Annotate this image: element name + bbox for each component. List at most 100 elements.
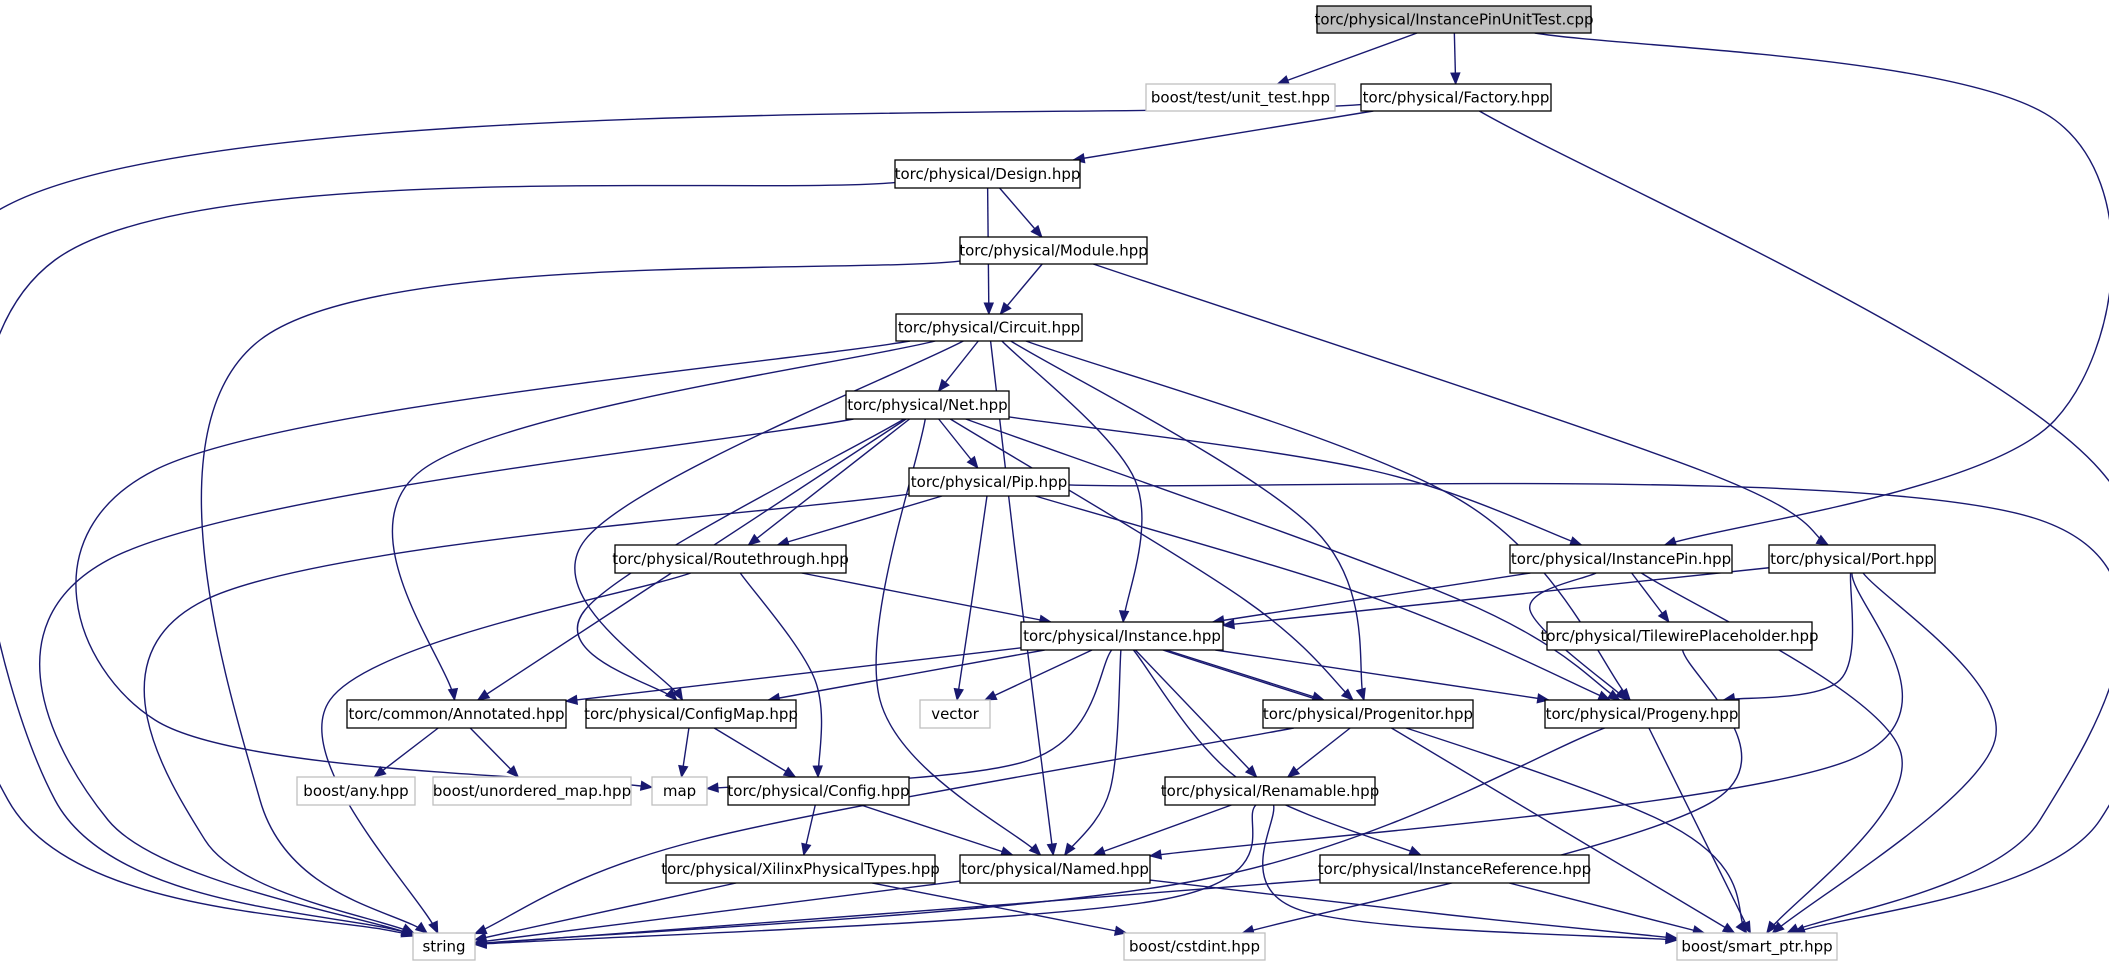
edge-config-to-xilinx	[801, 804, 816, 857]
edge-line	[474, 880, 961, 944]
edge-renamable-to-named	[1092, 804, 1232, 857]
node-box	[1676, 932, 1838, 961]
node-box	[412, 932, 476, 961]
node-box	[894, 159, 1081, 189]
edge-progenitor-to-renamable	[1286, 727, 1351, 778]
edge-line	[1529, 572, 1628, 701]
edge-arrowhead	[564, 694, 579, 706]
edge-arrowhead	[801, 842, 812, 857]
edge-pip-to-string	[143, 493, 910, 934]
node-instance[interactable]: torc/physical/Instance.hpp	[1020, 621, 1224, 651]
edge-factory-to-smart_ptr	[1478, 110, 2109, 934]
edge-circuit-to-map	[75, 340, 911, 791]
node-box	[1546, 621, 1813, 651]
node-box	[432, 776, 632, 806]
node-box	[1020, 621, 1224, 651]
edge-instancepin-to-smart_ptr	[1641, 572, 1903, 935]
node-instref[interactable]: torc/physical/InstanceReference.hpp	[1318, 854, 1591, 884]
edge-arrowhead	[1046, 842, 1058, 857]
node-box	[585, 699, 797, 729]
node-configmap[interactable]: torc/physical/ConfigMap.hpp	[584, 699, 798, 729]
node-routethrough[interactable]: torc/physical/Routethrough.hpp	[612, 544, 849, 574]
node-box	[1768, 544, 1936, 574]
edge-line	[1073, 110, 1374, 161]
node-xilinx[interactable]: torc/physical/XilinxPhysicalTypes.hpp	[661, 854, 940, 884]
node-box	[845, 390, 1010, 420]
edge-instancepin-to-progeny	[1529, 572, 1628, 701]
edge-port-to-instance	[1221, 567, 1770, 630]
edge-module-to-string	[200, 260, 961, 934]
node-design[interactable]: torc/physical/Design.hpp	[894, 159, 1081, 189]
edge-arrowhead	[1244, 765, 1258, 778]
node-label: torc/physical/Pip.hpp	[911, 473, 1067, 491]
edge-arrowhead	[401, 923, 415, 934]
edge-circuit-to-configmap	[574, 340, 964, 702]
edge-circuit-to-progenitor	[1010, 340, 1366, 702]
node-box	[1509, 544, 1733, 574]
edge-arrowhead	[1030, 224, 1043, 238]
edge-line	[1162, 649, 1748, 934]
edge-instancepin-to-instance	[1211, 572, 1531, 626]
edge-arrowhead	[1568, 536, 1583, 547]
node-net[interactable]: torc/physical/Net.hpp	[845, 390, 1010, 420]
edge-line	[965, 418, 1621, 701]
edge-arrowhead	[373, 765, 387, 778]
edge-arrowhead	[639, 780, 654, 791]
node-pip[interactable]: torc/physical/Pip.hpp	[908, 467, 1070, 497]
edge-line	[1010, 340, 1365, 701]
edge-annotated-to-boost_any	[373, 727, 439, 778]
edge-instref-to-string	[473, 878, 1321, 949]
node-box	[614, 544, 847, 574]
edge-line	[1391, 727, 1735, 934]
edge-routethrough-to-string	[321, 572, 691, 935]
edge-instance-to-renamable	[1134, 649, 1258, 778]
edge-arrowhead	[473, 938, 487, 949]
node-named[interactable]: torc/physical/Named.hpp	[959, 854, 1151, 884]
edge-line	[1064, 649, 1122, 856]
edge-line	[1149, 879, 1678, 939]
edge-arrowhead	[1063, 842, 1076, 857]
edge-line	[984, 649, 1093, 701]
node-box	[651, 776, 708, 806]
node-factory[interactable]: torc/physical/Factory.hpp	[1360, 83, 1552, 112]
edge-arrowhead	[1740, 920, 1751, 935]
node-circuit[interactable]: torc/physical/Circuit.hpp	[895, 313, 1083, 342]
edge-arrowhead	[414, 921, 429, 934]
node-progenitor[interactable]: torc/physical/Progenitor.hpp	[1262, 699, 1474, 729]
node-root[interactable]: torc/physical/InstancePinUnitTest.cpp	[1314, 5, 1594, 34]
node-annotated[interactable]: torc/common/Annotated.hpp	[346, 699, 567, 729]
node-config[interactable]: torc/physical/Config.hpp	[727, 776, 910, 806]
edge-line	[474, 727, 1605, 945]
edge-root-to-factory	[1450, 32, 1461, 86]
edge-line	[1134, 649, 1258, 778]
edge-instref-to-smart_ptr	[1508, 882, 1706, 936]
edge-line	[860, 804, 1013, 856]
node-map: map	[651, 776, 708, 806]
node-label: torc/physical/Net.hpp	[847, 396, 1007, 414]
edge-arrowhead	[1597, 690, 1612, 701]
edge-line	[200, 260, 961, 934]
edge-net-to-progenitor	[949, 418, 1354, 701]
node-port[interactable]: torc/physical/Port.hpp	[1768, 544, 1936, 574]
edge-arrowhead	[678, 764, 689, 779]
edge-line	[949, 418, 1354, 701]
edge-instance-to-vector	[983, 649, 1093, 701]
node-instancepin[interactable]: torc/physical/InstancePin.hpp	[1509, 544, 1733, 574]
edge-arrowhead	[672, 687, 684, 702]
edge-arrowhead	[1286, 765, 1301, 778]
node-renamable[interactable]: torc/physical/Renamable.hpp	[1161, 776, 1379, 806]
edge-line	[747, 418, 911, 546]
node-tilewire[interactable]: torc/physical/TilewirePlaceholder.hpp	[1540, 621, 1819, 651]
edge-line	[1035, 495, 1611, 701]
node-label: torc/physical/Instance.hpp	[1023, 627, 1221, 645]
node-module[interactable]: torc/physical/Module.hpp	[959, 236, 1148, 265]
edge-module-to-circuit	[999, 263, 1043, 316]
edge-arrowhead	[937, 378, 950, 393]
node-label: torc/physical/Design.hpp	[895, 165, 1081, 183]
edge-arrowhead	[1113, 925, 1128, 936]
edge-net-to-pip	[938, 418, 979, 470]
edge-arrowhead	[1614, 688, 1628, 701]
node-progeny[interactable]: torc/physical/Progeny.hpp	[1544, 699, 1740, 729]
edge-line	[1723, 572, 1854, 701]
edge-progeny-to-smart_ptr	[1648, 727, 1751, 935]
